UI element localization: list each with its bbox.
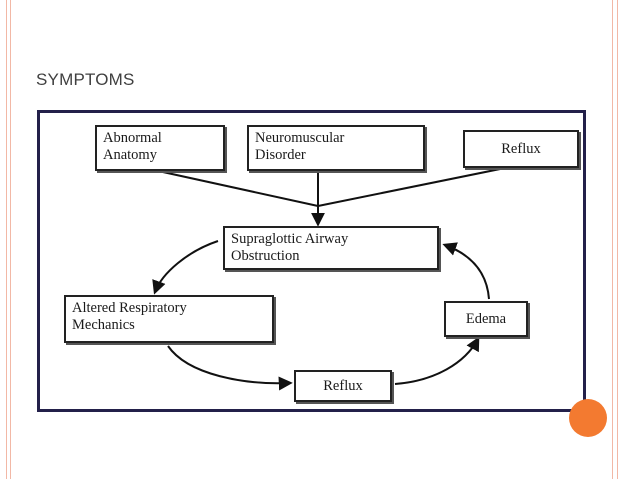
edge-edema-to-obstruction (442, 242, 490, 300)
right-border-line-1 (612, 0, 613, 479)
node-reflux-bottom: Reflux (294, 370, 392, 402)
node-neuromuscular-disorder: Neuromuscular Disorder (247, 125, 425, 171)
node-reflux-top: Reflux (463, 130, 579, 168)
node-reflux-top-label: Reflux (501, 140, 541, 157)
node-edema: Edema (444, 301, 528, 337)
edge-obstruction-to-altered (152, 240, 219, 295)
node-altered-respiratory-mechanics: Altered Respiratory Mechanics (64, 295, 274, 343)
node-reflux-bottom-label: Reflux (323, 377, 363, 394)
node-altered-respiratory-mechanics-line1: Altered Respiratory (72, 300, 187, 316)
edge-altered-to-reflux (167, 345, 293, 391)
decorative-orange-circle (569, 399, 607, 437)
edge-reflux-to-edema (394, 336, 480, 385)
diagram-arrows (139, 166, 511, 391)
slide-title: SYMPTOMS (36, 70, 135, 89)
left-border-line-1 (6, 0, 7, 479)
edge-abnormal-to-junction (139, 166, 319, 207)
diagram-panel: Abnormal Anatomy Neuromuscular Disorder … (40, 113, 583, 409)
node-supraglottic-obstruction-line2: Obstruction (231, 248, 300, 264)
node-neuromuscular-disorder-line2: Disorder (255, 147, 306, 163)
edge-reflux-to-junction (317, 166, 511, 207)
node-edema-label: Edema (465, 310, 507, 327)
node-supraglottic-obstruction: Supraglottic Airway Obstruction (223, 226, 439, 270)
node-abnormal-anatomy-line2: Anatomy (103, 147, 157, 163)
node-abnormal-anatomy: Abnormal Anatomy (95, 125, 225, 171)
left-border-line-2 (10, 0, 11, 479)
node-supraglottic-obstruction-line1: Supraglottic Airway (231, 231, 349, 247)
node-altered-respiratory-mechanics-line2: Mechanics (72, 317, 135, 333)
node-neuromuscular-disorder-line1: Neuromuscular (255, 130, 345, 146)
diagram-frame: Abnormal Anatomy Neuromuscular Disorder … (37, 110, 586, 412)
right-border-line-2 (617, 0, 618, 479)
node-abnormal-anatomy-line1: Abnormal (103, 130, 162, 146)
